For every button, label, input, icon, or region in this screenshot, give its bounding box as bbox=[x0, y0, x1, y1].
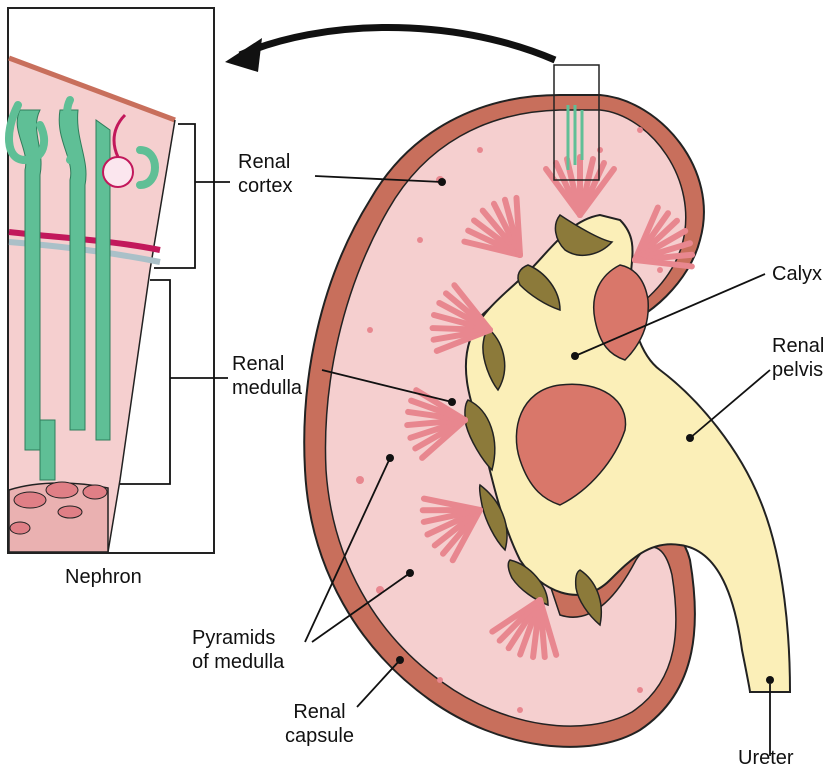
zoom-arrow bbox=[240, 28, 555, 61]
label-renal-capsule-line2: capsule bbox=[285, 724, 354, 748]
label-renal-capsule-line1: Renal bbox=[285, 700, 354, 724]
label-renal-medulla: Renal medulla bbox=[232, 352, 302, 400]
label-calyx: Calyx bbox=[772, 262, 822, 286]
label-pyramids-of-medulla: Pyramids of medulla bbox=[192, 626, 284, 674]
label-ureter-text: Ureter bbox=[738, 746, 794, 770]
glomerulus bbox=[103, 157, 133, 187]
leader-renal-pelvis bbox=[690, 370, 770, 438]
leader-renal-capsule bbox=[357, 660, 400, 707]
label-pyramids-line2: of medulla bbox=[192, 650, 284, 674]
label-calyx-text: Calyx bbox=[772, 262, 822, 286]
label-renal-pelvis: Renal pelvis bbox=[772, 334, 824, 382]
label-nephron: Nephron bbox=[65, 565, 142, 589]
label-renal-medulla-line2: medulla bbox=[232, 376, 302, 400]
label-renal-capsule: Renal capsule bbox=[285, 700, 354, 748]
label-ureter: Ureter bbox=[738, 746, 794, 770]
label-renal-pelvis-line1: Renal bbox=[772, 334, 824, 358]
zoom-arrowhead bbox=[225, 38, 262, 72]
label-pyramids-line1: Pyramids bbox=[192, 626, 284, 650]
label-renal-medulla-line1: Renal bbox=[232, 352, 302, 376]
label-renal-cortex-line2: cortex bbox=[238, 174, 292, 198]
label-renal-cortex-line1: Renal bbox=[238, 150, 292, 174]
label-renal-cortex: Renal cortex bbox=[238, 150, 292, 198]
label-nephron-text: Nephron bbox=[65, 565, 142, 589]
label-renal-pelvis-line2: pelvis bbox=[772, 358, 824, 382]
